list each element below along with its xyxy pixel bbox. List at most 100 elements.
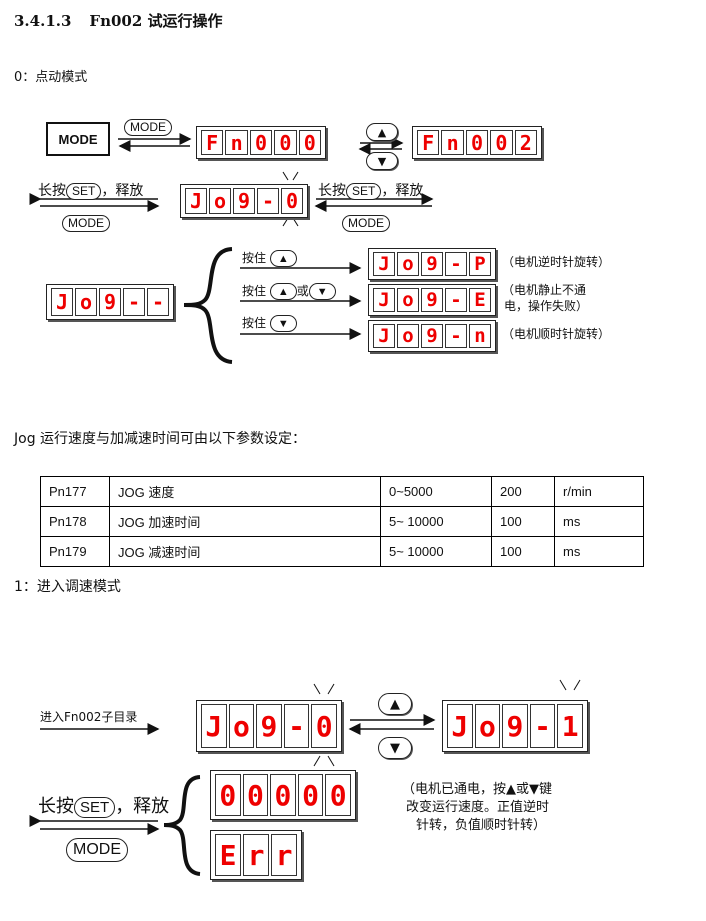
down-button[interactable]: ▼	[366, 152, 398, 170]
digit: o	[397, 324, 419, 348]
cell-param: Pn179	[40, 536, 110, 567]
down-button[interactable]: ▼	[269, 315, 297, 332]
set-key[interactable]: SET	[74, 797, 116, 818]
param-table: Pn177 JOG 速度 0~5000 200 r/min Pn178 JOG …	[40, 476, 644, 567]
cell-unit: ms	[554, 536, 644, 567]
section-number: 3.4.1.3	[14, 12, 72, 30]
digit: n	[225, 130, 248, 155]
up-triangle-icon: ▲	[390, 696, 400, 712]
up-button[interactable]: ▲	[269, 250, 297, 267]
display-jog-n: J o 9 - n	[368, 320, 496, 352]
table-row: Pn177 JOG 速度 0~5000 200 r/min	[40, 476, 644, 507]
digit: J	[201, 704, 227, 748]
note-jog-n: （电机顺时针旋转）	[502, 327, 611, 341]
cell-default: 100	[491, 536, 555, 567]
mode-pill-label: MODE	[124, 119, 172, 136]
section-title: Fn002 试运行操作	[89, 12, 223, 30]
release-text: ，释放	[115, 796, 170, 817]
digit: 0	[465, 130, 489, 155]
digit: 9	[256, 704, 282, 748]
digit: -	[445, 324, 467, 348]
digit: -	[529, 704, 556, 748]
digit: 0	[281, 188, 303, 214]
down-triangle-icon: ▼	[316, 286, 328, 298]
mode-pill-top[interactable]: MODE	[124, 116, 172, 136]
set-key[interactable]: SET	[346, 183, 382, 200]
digit: J	[373, 324, 395, 348]
digit: 0	[249, 130, 273, 155]
digit: 0	[325, 774, 351, 816]
digit: J	[447, 704, 473, 748]
release-text: ，释放	[381, 183, 424, 199]
up-triangle-icon: ▲	[277, 286, 289, 298]
display-jog0-bottom: J o 9 - 0	[196, 700, 342, 752]
up-button[interactable]: ▲	[269, 283, 297, 300]
display-jog-dash: J o 9 - -	[46, 284, 174, 320]
note-jog-e-line1: （电机静止不通	[502, 283, 587, 297]
down-triangle-icon: ▼	[277, 318, 289, 330]
digit: 0	[297, 774, 324, 816]
cell-name: JOG 速度	[109, 476, 381, 507]
note-bottom-line3: 针转，负值顺时针转）	[416, 818, 547, 833]
mode-pill-left[interactable]: MODE	[62, 212, 110, 232]
digit: 0	[242, 774, 269, 816]
display-fn002: F n 0 0 2	[412, 126, 542, 159]
set-key[interactable]: SET	[66, 183, 102, 200]
enter-subdir-label: 进入Fn002子目录	[40, 710, 138, 724]
digit: 9	[421, 252, 443, 276]
cell-range: 5~ 10000	[380, 536, 492, 567]
mode-pill-bottom[interactable]: MODE	[66, 838, 128, 862]
digit: -	[445, 288, 467, 312]
display-jog1: J o 9 - 1	[442, 700, 588, 752]
digit: 9	[99, 288, 121, 316]
digit: E	[215, 834, 241, 876]
or-text: 或	[296, 284, 309, 298]
digit: 9	[421, 288, 443, 312]
mode-pill-right[interactable]: MODE	[342, 212, 390, 232]
digit: J	[373, 288, 395, 312]
down-triangle-icon: ▼	[377, 154, 387, 168]
press-down-label: 按住 ▼	[242, 314, 297, 332]
cell-range: 5~ 10000	[380, 506, 492, 537]
note-bottom-line2: 改变运行速度。正值逆时	[406, 800, 550, 815]
digit: 1	[557, 704, 583, 748]
mode-key-box[interactable]: MODE	[46, 122, 110, 156]
digit: o	[397, 288, 419, 312]
digit: o	[209, 188, 231, 214]
display-fn000: F n 0 0 0	[196, 126, 326, 159]
digit: -	[257, 188, 279, 214]
section1-label: 1：进入调速模式	[14, 579, 121, 595]
down-triangle-icon: ▼	[390, 740, 400, 756]
note-jog-p: （电机逆时针旋转）	[502, 255, 611, 269]
cell-param: Pn177	[40, 476, 110, 507]
press-text: 按住	[242, 251, 267, 265]
down-button[interactable]: ▼	[308, 283, 336, 300]
digit: r	[271, 834, 297, 876]
digit: 9	[233, 188, 255, 214]
cell-name: JOG 减速时间	[109, 536, 381, 567]
digit: J	[51, 288, 73, 316]
mode-pill-label: MODE	[66, 838, 128, 862]
display-jog-e: J o 9 - E	[368, 284, 496, 316]
digit: o	[75, 288, 97, 316]
digit: F	[417, 130, 440, 155]
digit: -	[147, 288, 169, 316]
up-button[interactable]: ▲	[378, 693, 412, 715]
digit: 0	[274, 130, 297, 155]
display-zeros: 0 0 0 0 0	[210, 770, 356, 820]
release-text: ，释放	[101, 183, 144, 199]
cell-range: 0~5000	[380, 476, 492, 507]
cell-param: Pn178	[40, 506, 110, 537]
long-press-text: 长按	[318, 183, 346, 199]
cell-default: 200	[491, 476, 555, 507]
digit: n	[469, 324, 491, 348]
table-row: Pn179 JOG 减速时间 5~ 10000 100 ms	[40, 536, 644, 567]
up-triangle-icon: ▲	[277, 253, 289, 265]
long-press-text: 长按	[38, 183, 66, 199]
up-button[interactable]: ▲	[366, 123, 398, 141]
down-button[interactable]: ▼	[378, 737, 412, 759]
digit: P	[469, 252, 491, 276]
